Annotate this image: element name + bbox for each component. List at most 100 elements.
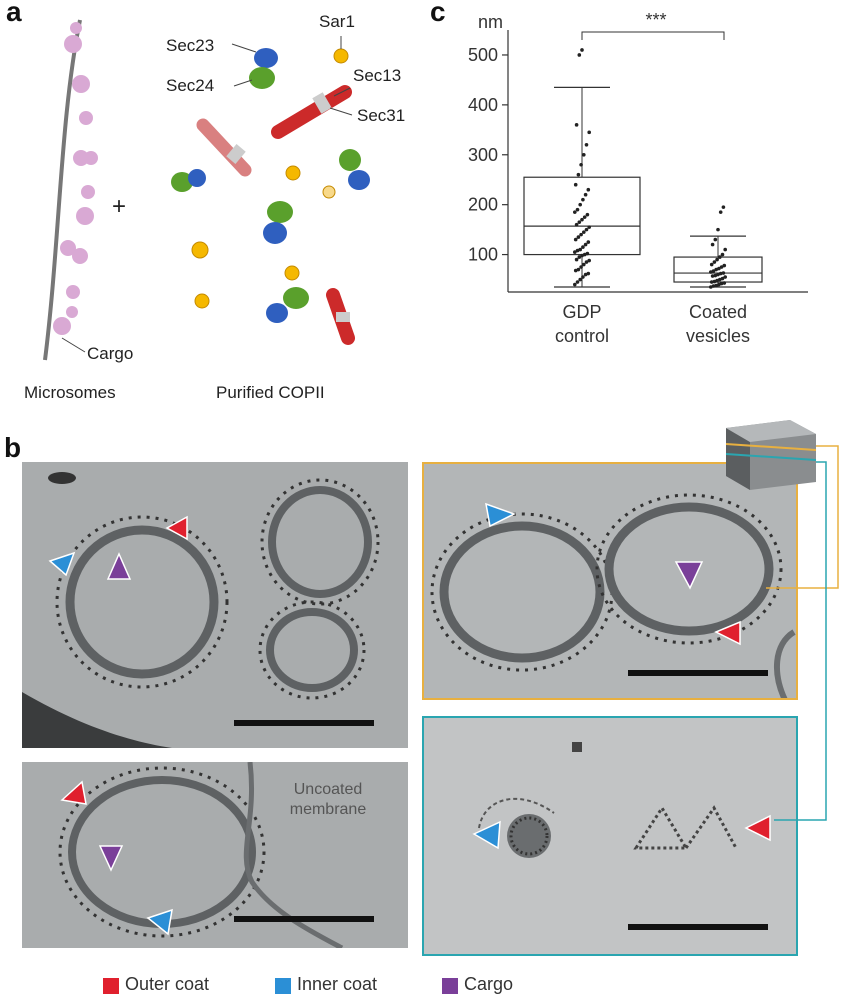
data-point (712, 279, 717, 284)
data-point (573, 268, 578, 273)
data-point (580, 253, 584, 258)
label-uncoated-membrane: Uncoated membrane (289, 781, 367, 818)
data-point (573, 282, 577, 287)
y-tick-label: 400 (468, 95, 498, 115)
data-point (580, 48, 584, 52)
data-point (713, 273, 718, 278)
sec13-sec31-rods (196, 85, 355, 345)
data-point (579, 265, 583, 269)
data-point (584, 227, 589, 232)
plus-sign: + (112, 193, 127, 220)
data-point (574, 123, 579, 127)
data-point (580, 217, 584, 222)
label-microsomes: Microsomes (24, 383, 116, 402)
cargo-proteins (53, 22, 98, 335)
legend-swatch-inner-coat (275, 978, 291, 994)
data-point (582, 152, 586, 157)
data-point (582, 262, 586, 267)
data-point (586, 240, 591, 244)
micrograph-bottom-left (22, 762, 408, 948)
sar1-proteins (191, 48, 349, 309)
sec13-leader (333, 87, 351, 97)
data-point (585, 212, 590, 217)
data-point (716, 227, 720, 232)
y-tick-label: 200 (468, 195, 498, 215)
legend-swatch-cargo (442, 978, 458, 994)
data-point (581, 245, 585, 249)
category-label-line1: GDP (562, 302, 601, 322)
data-point (720, 276, 725, 281)
data-point (576, 235, 581, 239)
data-point (583, 272, 588, 277)
data-point (715, 278, 719, 283)
legend-label-outer-coat: Outer coat (125, 974, 210, 994)
data-point (573, 250, 577, 254)
data-point (709, 285, 713, 289)
sec24-leader (233, 79, 253, 87)
data-point (584, 142, 589, 147)
data-point (717, 282, 721, 287)
data-point (714, 283, 718, 288)
data-point (709, 280, 714, 284)
data-point (578, 277, 582, 282)
data-point (709, 262, 714, 267)
significance-bracket (581, 31, 725, 40)
data-point (573, 182, 578, 187)
data-point (575, 248, 580, 253)
data-point (717, 266, 721, 271)
box (523, 176, 641, 256)
sec23-sec24-complexes (171, 48, 370, 323)
data-point (575, 280, 580, 284)
y-tick-label: 100 (468, 245, 498, 265)
y-tick-label: 500 (468, 45, 498, 65)
data-point (716, 272, 720, 277)
label-sec24: Sec24 (166, 76, 215, 95)
data-point (721, 205, 726, 209)
label-cargo: Cargo (87, 344, 134, 363)
sec23-leader (231, 43, 257, 53)
panel-label-c: c (430, 0, 446, 27)
data-point (720, 252, 725, 257)
data-point (718, 277, 722, 282)
data-point (711, 284, 716, 288)
label-purified-copii: Purified COPII (216, 383, 325, 402)
data-point (574, 257, 579, 262)
data-point (582, 252, 587, 257)
data-point (579, 232, 583, 237)
data-point (712, 260, 717, 264)
significance-label: *** (645, 10, 666, 30)
label-sec13: Sec13 (353, 66, 402, 85)
data-point (713, 237, 718, 242)
data-point (721, 271, 726, 275)
data-point (581, 197, 585, 202)
data-point (583, 192, 588, 197)
data-point (587, 258, 591, 263)
data-point (585, 251, 590, 256)
data-point (586, 271, 591, 276)
data-point (578, 247, 582, 252)
panel-a-illustration (43, 19, 370, 361)
data-point (573, 210, 577, 214)
data-point (722, 281, 727, 285)
sec31-leader (329, 107, 353, 116)
tomogram-slab-diagram (725, 420, 839, 821)
data-point (722, 263, 727, 268)
data-point (710, 274, 715, 278)
data-point (582, 230, 586, 234)
micrograph-bottom-right (422, 716, 798, 956)
category-label-line1: Coated (689, 302, 747, 322)
data-point (577, 220, 582, 224)
data-point (577, 255, 582, 259)
microsome-membrane (43, 19, 82, 361)
data-point (723, 275, 727, 279)
data-point (718, 271, 723, 276)
data-point (715, 257, 719, 262)
data-point (576, 172, 581, 177)
micrograph-top-left (22, 462, 408, 748)
legend-label-inner-coat: Inner coat (297, 974, 378, 994)
data-point (577, 53, 582, 57)
data-point (576, 267, 581, 272)
legend-swatch-outer-coat (103, 978, 119, 994)
data-point (718, 255, 722, 259)
data-point (582, 215, 587, 219)
